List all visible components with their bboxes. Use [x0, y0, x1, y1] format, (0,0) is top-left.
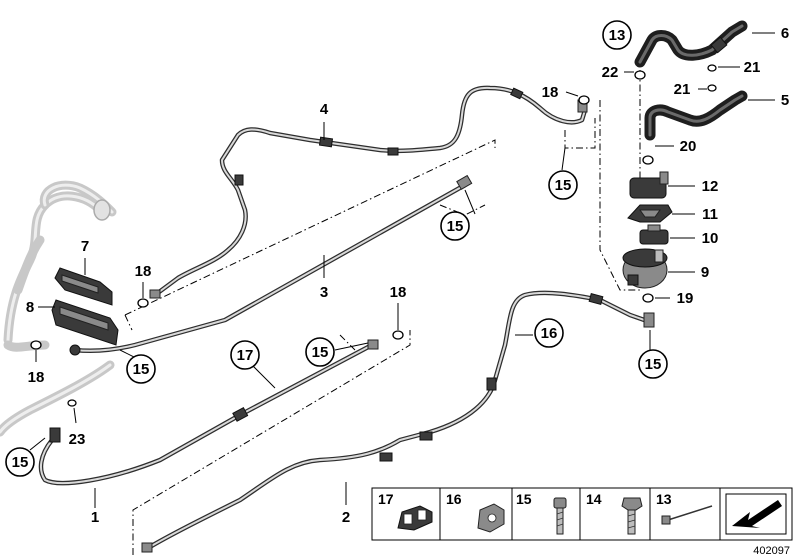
coolant-pipe-2[interactable] — [141, 290, 655, 553]
callout-18-middle: 18 — [390, 284, 407, 301]
callout-11: 11 — [702, 206, 718, 223]
callout-5: 5 — [781, 92, 789, 109]
coolant-pipe-3[interactable] — [69, 174, 473, 356]
assembly-dash-lines — [124, 70, 641, 555]
hose-5[interactable] — [644, 90, 748, 141]
valve-12[interactable] — [629, 171, 669, 199]
callout-12: 12 — [702, 178, 719, 195]
damper-10[interactable] — [639, 224, 669, 245]
callout-1: 1 — [91, 509, 99, 526]
legend-num-14: 14 — [586, 491, 602, 507]
callout-18-left: 18 — [28, 369, 45, 386]
callout-16-circled: 16 — [541, 325, 558, 342]
callout-22: 22 — [602, 64, 619, 81]
callout-21-upper: 21 — [744, 59, 761, 76]
callout-6: 6 — [781, 25, 789, 42]
image-id: 402097 — [753, 545, 790, 557]
bracket-clip-icon — [477, 503, 505, 533]
circled-callouts: 13 16 17 15 15 15 15 15 15 — [5, 20, 668, 477]
callout-18-top: 18 — [542, 84, 559, 101]
arrow-down-left-icon — [725, 493, 787, 535]
legend-num-17: 17 — [378, 491, 394, 507]
bracket-8[interactable] — [51, 299, 119, 346]
callout-2: 2 — [342, 509, 350, 526]
callout-7: 7 — [81, 238, 89, 255]
callout-15-circled-e: 15 — [645, 356, 662, 373]
bolt-icon — [553, 497, 567, 535]
callout-17-circled: 17 — [237, 347, 254, 364]
callout-23: 23 — [69, 431, 86, 448]
callout-9: 9 — [701, 264, 709, 281]
pump-9[interactable] — [622, 248, 668, 289]
o-ring-seals — [30, 64, 717, 407]
hex-bolt-icon — [621, 497, 643, 535]
callout-8: 8 — [26, 299, 34, 316]
callout-13-circled: 13 — [609, 27, 626, 44]
callout-4: 4 — [320, 101, 329, 118]
callout-10: 10 — [702, 230, 719, 247]
callout-3: 3 — [320, 284, 328, 301]
coolant-pipe-4[interactable] — [149, 85, 588, 299]
callout-20: 20 — [680, 138, 697, 155]
hose-clamp-icon — [397, 505, 433, 531]
coolant-pipe-1[interactable] — [38, 339, 379, 486]
callout-21-lower: 21 — [674, 81, 691, 98]
callout-19: 19 — [677, 290, 694, 307]
legend-num-13: 13 — [656, 491, 672, 507]
background-engine-pipes — [0, 180, 117, 437]
cable-tie-icon — [661, 505, 713, 525]
fastener-legend: 17 16 15 14 13 — [371, 487, 793, 541]
legend-num-16: 16 — [446, 491, 462, 507]
callout-15-circled-a: 15 — [555, 177, 572, 194]
hose-6[interactable] — [634, 20, 748, 68]
callout-numbers: 1 2 3 4 5 6 7 8 9 10 11 12 18 18 18 18 1… — [26, 25, 789, 526]
bracket-11[interactable] — [627, 204, 673, 223]
callout-15-circled-c: 15 — [312, 344, 329, 361]
callout-15-circled-b: 15 — [447, 218, 464, 235]
callout-18-upper-left: 18 — [135, 263, 152, 280]
callout-15-circled-d: 15 — [133, 361, 150, 378]
callout-15-circled-f: 15 — [12, 454, 29, 471]
legend-num-15: 15 — [516, 491, 532, 507]
bracket-7[interactable] — [54, 267, 113, 306]
